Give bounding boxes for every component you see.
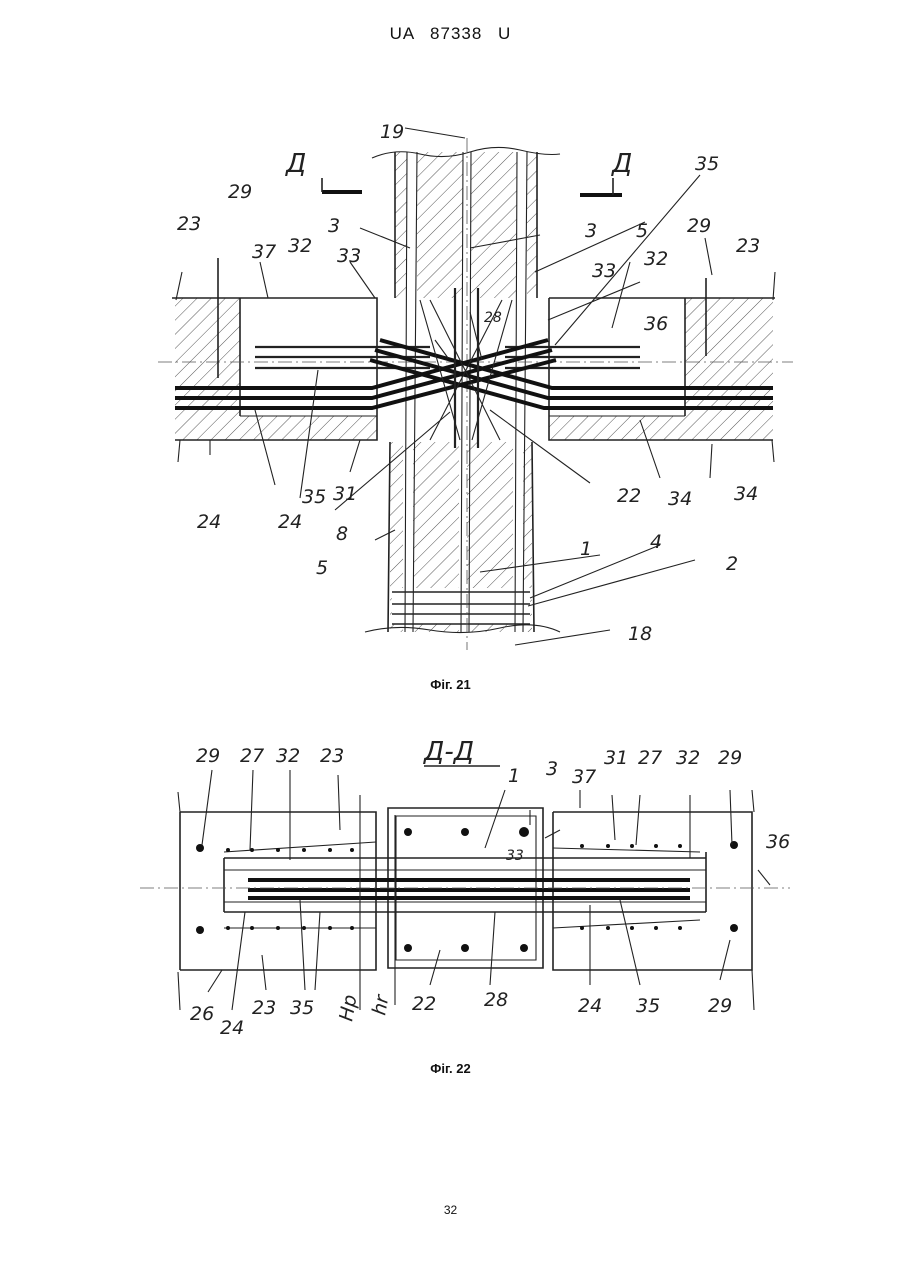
figure-21-drawing (158, 128, 793, 650)
label-37: 37 (252, 241, 276, 263)
label-34: 24 (197, 511, 221, 533)
label-8: 8 (336, 523, 348, 545)
label-32b: 32 (644, 248, 668, 270)
label-29c: 29 (708, 995, 732, 1017)
label-5a: 5 (636, 220, 648, 242)
section-mark-left: Д (285, 149, 306, 179)
label-23: 23 (320, 745, 344, 767)
label-3a: 3 (328, 215, 340, 237)
label-28: 28 (484, 989, 508, 1011)
label-24: 24 (278, 511, 302, 533)
label-36: 36 (766, 831, 790, 853)
label-32: 32 (276, 745, 300, 767)
label-24: 24 (220, 1017, 244, 1039)
label-34b: 34 (734, 483, 758, 505)
label-33b: 33 (592, 260, 616, 282)
label-19: 19 (380, 121, 404, 143)
label-1: 1 (508, 765, 520, 787)
label-22: 22 (412, 993, 436, 1015)
label-hr: hr (368, 992, 393, 1017)
section-mark-right: Д (611, 149, 632, 179)
label-4: 4 (650, 531, 662, 553)
label-3: 3 (546, 758, 558, 780)
label-23b: 23 (252, 997, 276, 1019)
figure-22-caption: Фіг. 22 (0, 1061, 901, 1076)
label-29: 29 (228, 181, 252, 203)
label-32b: 32 (676, 747, 700, 769)
label-28: 28 (484, 310, 502, 326)
label-35b: 35 (302, 486, 326, 508)
label-35: 35 (290, 997, 314, 1019)
label-23: 23 (177, 213, 201, 235)
label-23b: 23 (736, 235, 760, 257)
label-2: 2 (726, 553, 738, 575)
label-37: 37 (572, 766, 596, 788)
label-26: 26 (190, 1003, 214, 1025)
label-29: 29 (196, 745, 220, 767)
label-35: 35 (695, 153, 719, 175)
page-number: 32 (0, 1203, 901, 1217)
figure-21-caption: Фіг. 21 (0, 677, 901, 692)
label-36: 36 (644, 313, 668, 335)
label-18: 18 (628, 623, 652, 645)
label-32: 32 (288, 235, 312, 257)
label-24b: 24 (578, 995, 602, 1017)
label-33: 33 (506, 848, 524, 864)
label-1: 1 (580, 538, 592, 560)
label-27b: 27 (638, 747, 662, 769)
label-29b: 29 (718, 747, 742, 769)
label-24b: 34 (668, 488, 692, 510)
label-3b: 3 (585, 220, 597, 242)
label-29b: 29 (687, 215, 711, 237)
label-31: 31 (604, 747, 628, 769)
label-22: 22 (617, 485, 641, 507)
label-27: 27 (240, 745, 264, 767)
label-5b: 5 (316, 557, 328, 579)
label-35b: 35 (636, 995, 660, 1017)
section-title: Д-Д (423, 737, 474, 767)
figure-22-drawing (140, 770, 790, 1010)
label-hp: Hp (335, 993, 361, 1023)
label-33: 33 (337, 245, 361, 267)
label-31: 31 (333, 483, 357, 505)
